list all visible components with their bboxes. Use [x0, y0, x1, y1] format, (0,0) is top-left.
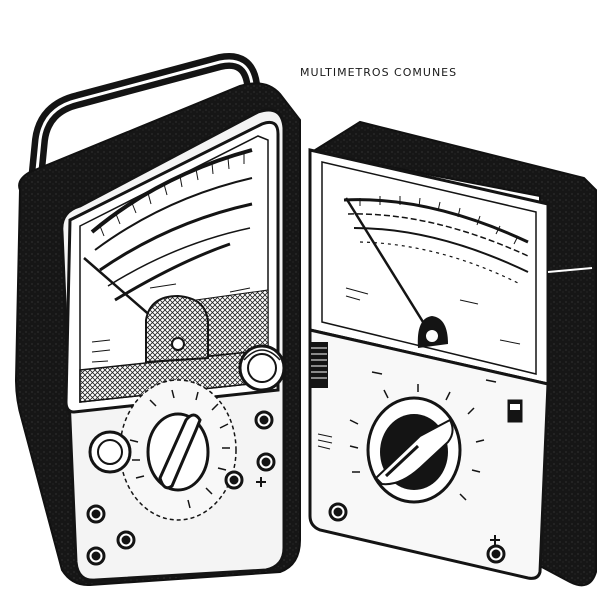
- right-selector-ticks: [349, 371, 497, 501]
- right-plus-sign: [490, 535, 500, 545]
- left-dial-marks: [91, 283, 251, 363]
- right-dial-marks: [345, 287, 521, 345]
- left-input-jacks[interactable]: [86, 410, 276, 566]
- left-range-selector[interactable]: [119, 379, 237, 521]
- right-panel-label-block: [317, 433, 333, 450]
- left-scale-ticks: [99, 153, 245, 237]
- right-toggle-switch[interactable]: [507, 399, 523, 423]
- left-meter-scale: [90, 148, 253, 302]
- right-meter-scale: [343, 198, 529, 285]
- illustration-caption: MULTIMETROS COMUNES: [300, 66, 458, 79]
- left-adjust-knob[interactable]: [238, 344, 286, 392]
- right-case-body: [309, 120, 597, 587]
- right-thumbwheel[interactable]: [310, 342, 328, 388]
- right-side-pointer: [547, 267, 593, 273]
- right-meter-needle: [344, 197, 430, 331]
- left-selector-ticks: [129, 389, 230, 509]
- left-multimeter: [14, 53, 301, 587]
- left-plus-sign: [256, 477, 266, 487]
- right-multimeter: [308, 120, 597, 587]
- left-function-knob[interactable]: [88, 430, 132, 474]
- right-zero-adjust-screw[interactable]: [424, 328, 440, 344]
- right-pivot-housing: [417, 316, 448, 348]
- right-scale-ticks: [359, 196, 519, 245]
- left-zero-adjust-screw[interactable]: [171, 337, 185, 351]
- left-pivot-housing: [145, 294, 209, 364]
- right-range-selector[interactable]: [366, 396, 462, 504]
- right-input-jacks[interactable]: [328, 502, 506, 564]
